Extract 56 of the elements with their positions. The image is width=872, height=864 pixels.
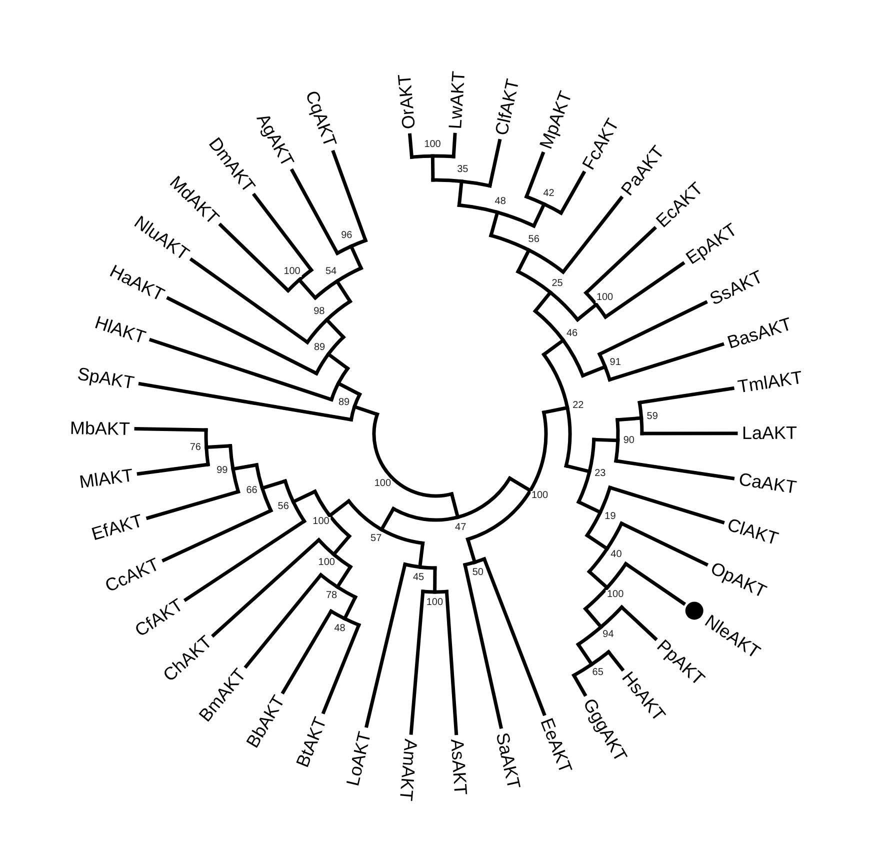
taxon-label: OrAKT — [396, 74, 418, 130]
bootstrap-value: 19 — [604, 512, 617, 522]
bootstrap-value: 78 — [324, 591, 338, 602]
taxon-label: HlAKT — [93, 313, 148, 347]
taxon-label: MlAKT — [78, 466, 134, 491]
bootstrap-value: 96 — [340, 231, 354, 242]
bootstrap-value: 100 — [595, 292, 614, 303]
taxon-label: ClfAKT — [492, 77, 522, 137]
bootstrap-value: 45 — [412, 572, 426, 583]
taxon-label: BtAKT — [294, 714, 330, 770]
bootstrap-value: 94 — [602, 630, 615, 640]
bootstrap-value: 23 — [594, 469, 607, 480]
bootstrap-value: 89 — [312, 342, 326, 353]
bootstrap-value: 90 — [622, 436, 636, 446]
bootstrap-value: 100 — [425, 598, 444, 608]
bootstrap-value: 100 — [312, 517, 330, 528]
bootstrap-value: 100 — [282, 266, 302, 277]
bootstrap-value: 54 — [324, 267, 338, 278]
bootstrap-value: 47 — [454, 522, 468, 533]
taxon-label: LoAKT — [344, 730, 374, 788]
bootstrap-value: 35 — [456, 165, 470, 176]
taxon-label: CaAKT — [737, 470, 798, 497]
bootstrap-value: 56 — [276, 502, 290, 512]
bootstrap-value: 98 — [312, 306, 326, 317]
taxon-label: EfAKT — [90, 510, 145, 543]
bootstrap-value: 59 — [646, 412, 659, 422]
taxon-label: TmlAKT — [737, 368, 804, 396]
bootstrap-value: 50 — [471, 568, 484, 578]
bootstrap-value: 99 — [216, 466, 229, 476]
bootstrap-value: 48 — [494, 196, 507, 207]
bootstrap-value: 100 — [423, 140, 442, 150]
taxon-label: MbAKT — [70, 418, 130, 438]
taxon-label: ClAKT — [726, 516, 781, 548]
bootstrap-value: 100 — [530, 491, 550, 502]
bootstrap-value: 91 — [608, 358, 622, 368]
taxon-label: AmAKT — [396, 738, 420, 802]
taxon-label: LaAKT — [742, 424, 798, 442]
bootstrap-value: 56 — [527, 235, 540, 246]
bootstrap-value: 76 — [188, 442, 202, 453]
taxon-label: AsAKT — [448, 738, 470, 796]
bootstrap-value: 89 — [337, 398, 351, 408]
taxon-label: CqAKT — [303, 88, 340, 150]
taxon-label: SpAKT — [76, 364, 136, 392]
bootstrap-value: 46 — [566, 328, 579, 339]
bootstrap-value: 66 — [245, 486, 258, 496]
bootstrap-value: 40 — [610, 550, 623, 560]
taxon-label: LwAKT — [446, 70, 468, 130]
bootstrap-value: 65 — [591, 668, 604, 678]
bootstrap-value: 25 — [550, 278, 564, 289]
bootstrap-value: 22 — [572, 400, 585, 411]
bootstrap-value: 57 — [370, 534, 383, 544]
bootstrap-value: 100 — [606, 590, 625, 600]
taxon-label: SaAKT — [493, 730, 524, 790]
bootstrap-value: 48 — [333, 624, 346, 634]
bootstrap-value: 100 — [317, 558, 336, 568]
bootstrap-value: 100 — [373, 478, 392, 489]
